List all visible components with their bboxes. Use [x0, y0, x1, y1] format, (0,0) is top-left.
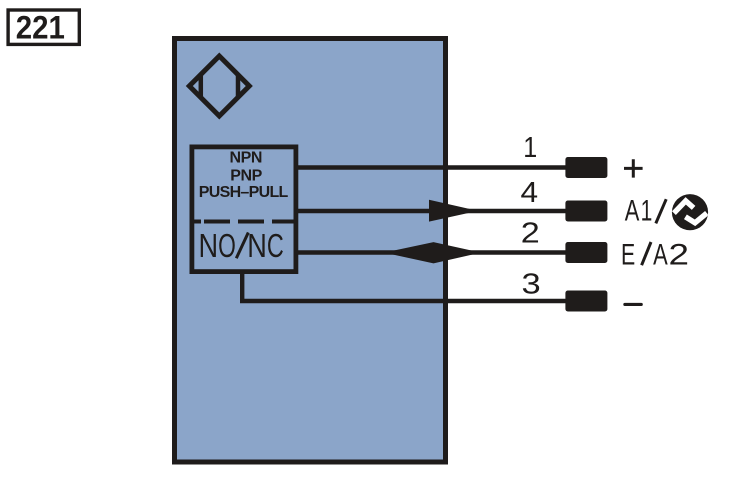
svg-text:3: 3 — [522, 267, 541, 299]
svg-text:PUSH–PULL: PUSH–PULL — [199, 184, 289, 201]
svg-text:A: A — [625, 193, 640, 227]
svg-text:PNP: PNP — [230, 168, 262, 185]
svg-text:E: E — [621, 237, 635, 272]
svg-text:1: 1 — [523, 132, 537, 164]
svg-text:O: O — [218, 228, 236, 265]
svg-text:2: 2 — [669, 239, 690, 272]
svg-text:221: 221 — [16, 10, 65, 46]
svg-text:N: N — [199, 227, 219, 264]
svg-text:A: A — [653, 237, 668, 271]
svg-text:2: 2 — [521, 217, 540, 249]
svg-text:N: N — [247, 227, 267, 264]
svg-text:1: 1 — [641, 195, 653, 227]
svg-text:C: C — [267, 228, 284, 265]
svg-text:4: 4 — [521, 177, 539, 208]
svg-text:NPN: NPN — [229, 150, 262, 167]
